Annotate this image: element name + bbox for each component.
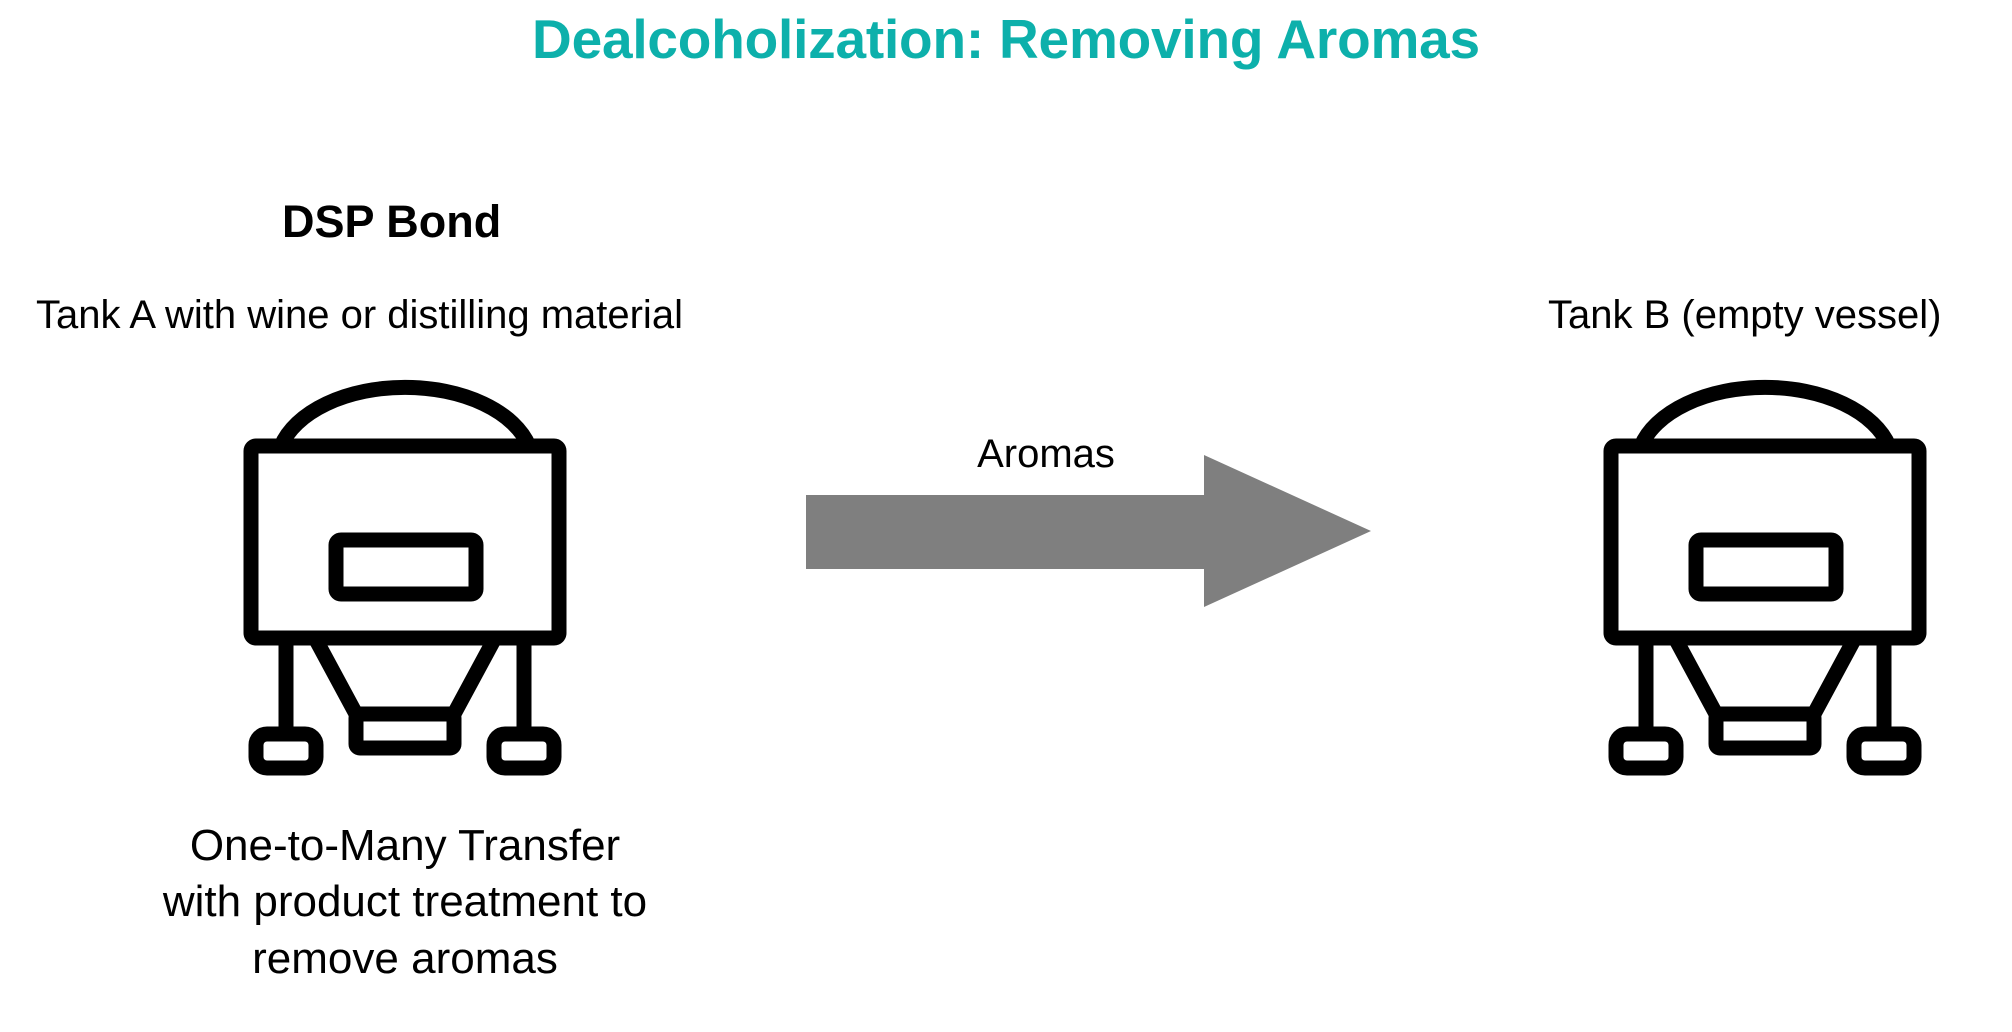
transfer-note-line-2: with product treatment to xyxy=(162,877,648,927)
storage-tank-icon xyxy=(243,379,567,776)
aromas-label: Aromas xyxy=(977,432,1115,476)
page-title: Dealcoholization: Removing Aromas xyxy=(532,8,1480,70)
transfer-note-line-3: remove aromas xyxy=(252,933,558,983)
transfer-note-line-1: One-to-Many Transfer xyxy=(189,821,621,870)
dsp-bond-label: DSP Bond xyxy=(282,196,502,247)
transfer-note: One-to-Many Transfer with product treatm… xyxy=(60,818,750,987)
tank-a-caption: Tank A with wine or distilling material xyxy=(36,293,683,337)
right-arrow-icon xyxy=(806,455,1371,607)
storage-tank-icon xyxy=(1603,379,1927,776)
tank-b-caption: Tank B (empty vessel) xyxy=(1548,293,1942,337)
